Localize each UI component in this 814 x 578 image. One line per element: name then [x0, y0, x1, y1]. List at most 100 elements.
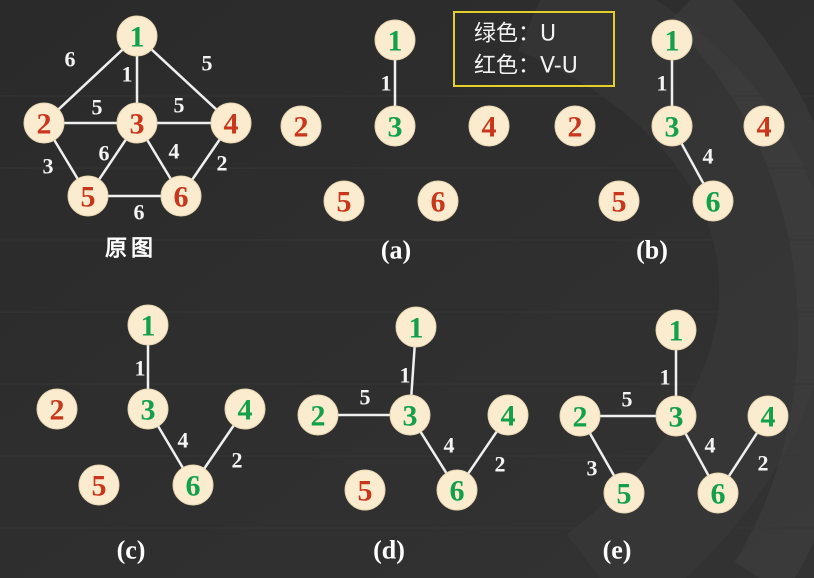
node-label: 3: [388, 111, 403, 144]
node-label: 6: [431, 186, 446, 219]
node-label: 1: [409, 312, 424, 345]
node-circle: [67, 175, 109, 217]
node-label: 5: [337, 186, 352, 219]
node-1: 1: [651, 19, 693, 61]
node-label: 5: [612, 186, 627, 219]
node-label: 4: [224, 108, 239, 141]
node-circle: [127, 388, 169, 430]
node-2: 2: [559, 395, 601, 437]
node-label: 2: [568, 111, 583, 144]
edge-weight-2-3: 5: [92, 95, 103, 120]
node-3: 3: [389, 394, 431, 436]
node-1: 1: [127, 304, 169, 346]
node-5: 5: [344, 469, 386, 511]
edge-weight-3-6: 4: [703, 144, 714, 169]
edge-weight-1-3: 1: [122, 62, 133, 87]
panel-caption: (e): [603, 536, 632, 565]
edge-weight-1-3: 1: [400, 363, 411, 388]
node-label: 2: [311, 400, 326, 433]
node-3: 3: [116, 102, 158, 144]
edge-3-6: [157, 425, 184, 469]
node-1: 1: [395, 306, 437, 348]
node-3: 3: [651, 105, 693, 147]
panel-caption: 原图: [105, 237, 157, 262]
legend-box: [453, 11, 615, 87]
node-label: 3: [665, 111, 680, 144]
edge-4-6: [203, 424, 235, 470]
node-3: 3: [655, 395, 697, 437]
node-6: 6: [697, 472, 739, 514]
node-circle: [559, 395, 601, 437]
node-circle: [743, 105, 785, 147]
edge-3-6: [146, 139, 172, 180]
node-2: 2: [36, 388, 78, 430]
node-label: 1: [665, 25, 680, 58]
node-4: 4: [487, 394, 529, 436]
node-circle: [280, 105, 322, 147]
node-circle: [160, 175, 202, 217]
node-1: 1: [655, 309, 697, 351]
panel-caption: (a): [381, 236, 411, 265]
node-5: 5: [67, 175, 109, 217]
edge-weight-1-2: 6: [65, 47, 76, 72]
node-circle: [436, 469, 478, 511]
node-label: 5: [81, 181, 96, 214]
edge-weight-4-6: 2: [495, 452, 506, 477]
node-circle: [692, 180, 734, 222]
node-circle: [395, 306, 437, 348]
node-6: 6: [692, 180, 734, 222]
edge-weight-1-4: 5: [202, 51, 213, 76]
node-circle: [468, 105, 510, 147]
edge-weight-3-5: 6: [99, 141, 110, 166]
node-5: 5: [598, 180, 640, 222]
node-6: 6: [417, 180, 459, 222]
node-3: 3: [374, 105, 416, 147]
node-circle: [116, 15, 158, 57]
node-circle: [389, 394, 431, 436]
edge-3-5: [98, 138, 127, 181]
edge-weight-2-3: 5: [622, 387, 633, 412]
node-label: 2: [573, 401, 588, 434]
panel-caption: (d): [373, 536, 405, 565]
edge-weight-4-6: 2: [217, 151, 228, 176]
edge-2-5: [588, 432, 616, 477]
node-label: 3: [669, 401, 684, 434]
node-label: 1: [141, 310, 156, 343]
node-label: 4: [238, 394, 253, 427]
node-label: 3: [403, 400, 418, 433]
node-label: 5: [358, 475, 373, 508]
node-circle: [297, 394, 339, 436]
node-label: 6: [186, 470, 201, 503]
node-4: 4: [747, 395, 789, 437]
edge-weight-5-6: 6: [134, 200, 145, 225]
edge-weight-4-6: 2: [758, 451, 769, 476]
node-2: 2: [280, 105, 322, 147]
edge-3-6: [680, 142, 705, 185]
node-5: 5: [323, 180, 365, 222]
node-label: 6: [174, 181, 189, 214]
node-label: 1: [130, 21, 145, 54]
node-circle: [116, 102, 158, 144]
edge-3-6: [684, 432, 710, 477]
node-circle: [210, 102, 252, 144]
panel-caption: (b): [636, 236, 668, 265]
edge-weight-3-6: 4: [178, 428, 189, 453]
node-6: 6: [436, 469, 478, 511]
node-circle: [417, 180, 459, 222]
node-label: 4: [482, 111, 497, 144]
edge-4-6: [727, 432, 759, 477]
node-6: 6: [172, 464, 214, 506]
node-label: 1: [388, 25, 403, 58]
node-label: 2: [294, 111, 309, 144]
node-2: 2: [23, 102, 65, 144]
edge-weight-2-3: 5: [360, 385, 371, 410]
node-5: 5: [603, 472, 645, 514]
edge-weight-2-5: 3: [43, 154, 54, 179]
edge-1-2: [57, 48, 124, 111]
